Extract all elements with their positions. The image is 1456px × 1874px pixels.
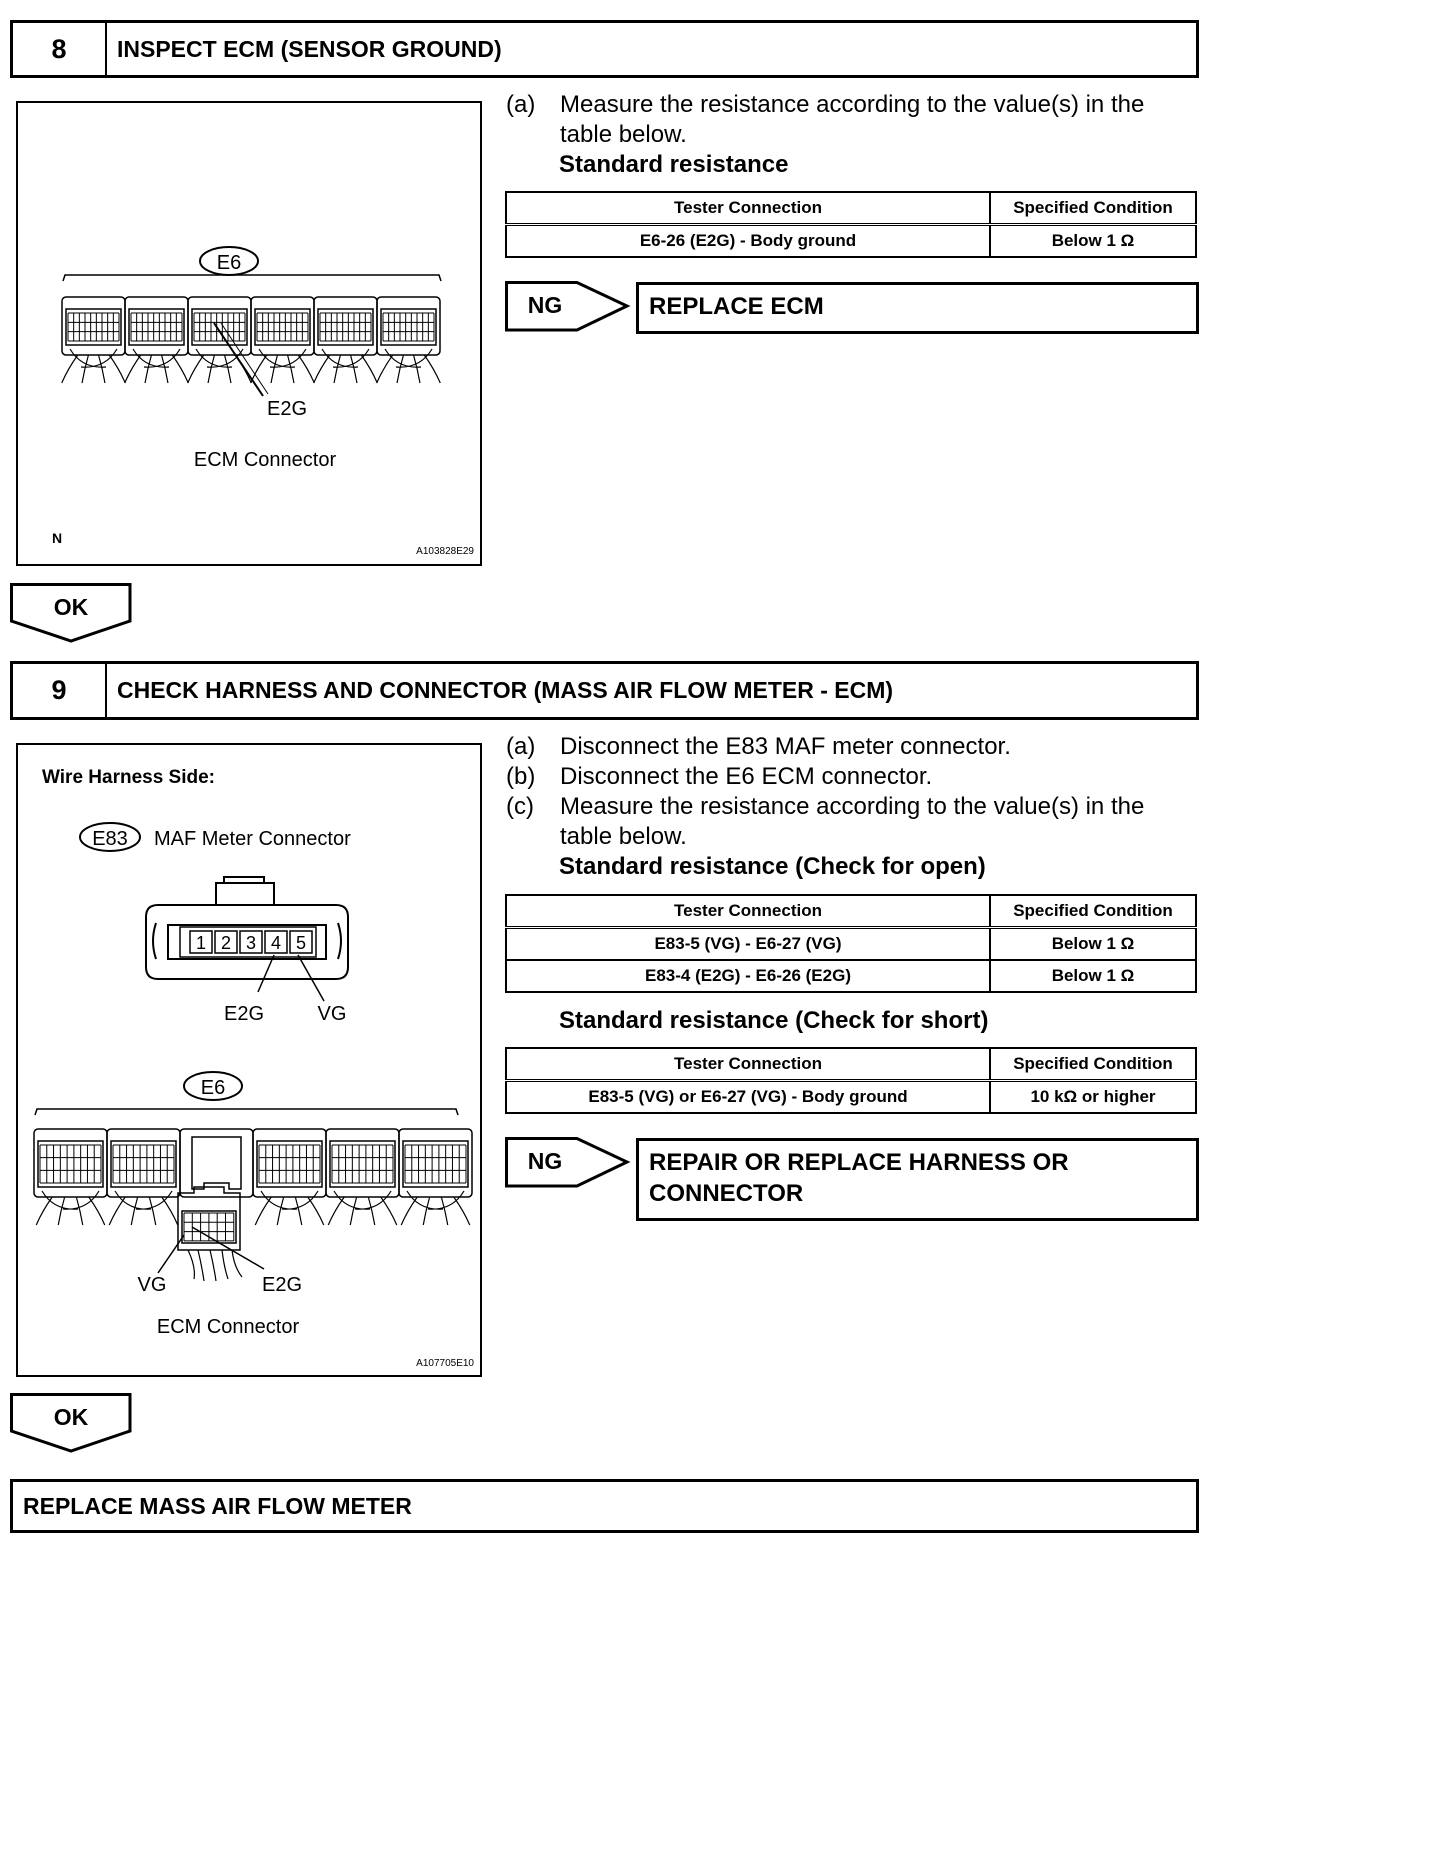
maf-pin-number: 3 <box>246 933 256 953</box>
ecm-connector-module <box>252 1128 327 1226</box>
maf-pin-cell <box>289 930 313 954</box>
table-cell: E6-26 (E2G) - Body ground <box>505 223 991 258</box>
open-heading: Standard resistance (Check for open) <box>559 853 986 880</box>
table-row: E83-5 (VG) - E6-27 (VG) Below 1 Ω <box>505 926 1197 961</box>
table-cell: 10 kΩ or higher <box>989 1079 1197 1114</box>
step-9-header: 9 CHECK HARNESS AND CONNECTOR (MASS AIR … <box>10 661 1199 720</box>
step-8-header: 8 INSPECT ECM (SENSOR GROUND) <box>10 20 1199 78</box>
ng-result-box: REPLACE ECM <box>636 282 1199 334</box>
ecm-connector-diagram: E6 E2G ECM Connector N A103828E29 <box>52 246 474 557</box>
ok-arrow: OK <box>10 583 132 643</box>
maf-pin-cell <box>214 930 238 954</box>
ng-arrow: NG <box>505 281 631 332</box>
maf-label-vg: VG <box>318 1003 347 1025</box>
instruction-c: (c) Measure the resistance according to … <box>506 792 1206 854</box>
table-row: E6-26 (E2G) - Body ground Below 1 Ω <box>505 223 1197 258</box>
ecm-connector-module <box>106 1128 181 1226</box>
ecm-connector-module <box>325 1128 400 1226</box>
ng-label: NG <box>528 292 563 318</box>
corner-mark: N <box>52 530 62 546</box>
ng-result-text: REPAIR OR REPLACE HARNESS OR CONNECTOR <box>649 1149 1069 1207</box>
instruction-a: (a) Measure the resistance according to … <box>506 90 1206 152</box>
short-heading: Standard resistance (Check for short) <box>559 1007 989 1034</box>
instruction-label: (a) <box>506 91 536 118</box>
maf-pin-number: 5 <box>296 933 306 953</box>
table-cell: Below 1 Ω <box>989 926 1197 961</box>
figure-ecm-connector: E6 E2G ECM Connector N A103828E29 <box>16 101 482 566</box>
table-row: E83-5 (VG) or E6-27 (VG) - Body ground 1… <box>505 1079 1197 1114</box>
ecm-label-vg: VG <box>138 1274 167 1296</box>
ok-arrow: OK <box>10 1393 132 1453</box>
standard-heading: Standard resistance <box>559 151 789 178</box>
table-header: Specified Condition <box>989 894 1197 929</box>
final-title: REPLACE MASS AIR FLOW METER <box>23 1492 412 1519</box>
harness-diagram: Wire Harness Side: E83 MAF Meter Connect… <box>33 767 474 1369</box>
figure-caption: ECM Connector <box>194 449 337 471</box>
table-cell: Below 1 Ω <box>989 959 1197 993</box>
instruction-label: (a) <box>506 733 536 760</box>
instruction-b: (b) Disconnect the E6 ECM connector. <box>506 762 1206 792</box>
maf-pin-cell <box>239 930 263 954</box>
connector-id-label: E6 <box>217 252 241 274</box>
instruction-a: (a) Disconnect the E83 MAF meter connect… <box>506 732 1206 762</box>
table-cell: E83-5 (VG) - E6-27 (VG) <box>505 926 991 961</box>
ecm-connector-module <box>313 296 378 384</box>
ng-arrow: NG <box>505 1137 631 1188</box>
table-row: E83-4 (E2G) - E6-26 (E2G) Below 1 Ω <box>505 959 1197 993</box>
pin-label-e2g: E2G <box>267 398 307 420</box>
ecm-label-e2g: E2G <box>262 1274 302 1296</box>
instruction-text: Disconnect the E6 ECM connector. <box>560 763 933 790</box>
instruction-text: Disconnect the E83 MAF meter connector. <box>560 733 1011 760</box>
instruction-label: (c) <box>506 793 534 820</box>
step-number: 9 <box>13 664 107 717</box>
ok-label: OK <box>54 1404 89 1430</box>
ecm-connector-module <box>124 296 189 384</box>
maf-pin-cell <box>264 930 288 954</box>
figure-caption: ECM Connector <box>157 1316 300 1338</box>
ng-label: NG <box>528 1148 563 1174</box>
maf-pin-number: 2 <box>221 933 231 953</box>
ng-result-box: REPAIR OR REPLACE HARNESS OR CONNECTOR <box>636 1138 1199 1221</box>
maf-connector-id: E83 <box>92 828 128 850</box>
side-label: Wire Harness Side: <box>42 767 215 788</box>
table-cell: Below 1 Ω <box>989 223 1197 258</box>
table-cell: E83-5 (VG) or E6-27 (VG) - Body ground <box>505 1079 991 1114</box>
ng-result-text: REPLACE ECM <box>649 293 824 320</box>
maf-label-e2g: E2G <box>224 1003 264 1025</box>
ecm-connector-module <box>398 1128 473 1226</box>
short-spec-table: Tester Connection Specified Condition E8… <box>505 1047 1197 1114</box>
ecm-connector-module <box>187 296 252 384</box>
figure-code: A107705E10 <box>416 1358 474 1369</box>
final-action-box: REPLACE MASS AIR FLOW METER <box>10 1479 1199 1533</box>
step-title: INSPECT ECM (SENSOR GROUND) <box>117 35 502 62</box>
ecm-connector-module <box>376 296 441 384</box>
instruction-text: Measure the resistance according to the … <box>560 91 1145 148</box>
open-spec-table: Tester Connection Specified Condition E8… <box>505 894 1197 993</box>
maf-pin-cell <box>189 930 213 954</box>
maf-pin-number: 4 <box>271 933 281 953</box>
figure-code: A103828E29 <box>416 546 474 557</box>
ok-label: OK <box>54 594 89 620</box>
ecm-connector-module <box>61 296 126 384</box>
ecm-connector-module <box>33 1128 108 1226</box>
ecm-connector-module <box>250 296 315 384</box>
instruction-label: (b) <box>506 763 536 790</box>
step-number: 8 <box>13 23 107 75</box>
maf-connector-name: MAF Meter Connector <box>154 828 351 850</box>
figure-harness-connectors: Wire Harness Side: E83 MAF Meter Connect… <box>16 743 482 1377</box>
table-header: Tester Connection <box>505 1047 991 1082</box>
table-header: Specified Condition <box>989 1047 1197 1082</box>
table-cell: E83-4 (E2G) - E6-26 (E2G) <box>505 959 991 993</box>
step-title: CHECK HARNESS AND CONNECTOR (MASS AIR FL… <box>117 677 894 703</box>
table-header: Tester Connection <box>505 191 991 226</box>
table-header: Specified Condition <box>989 191 1197 226</box>
maf-connector <box>145 876 349 980</box>
table-header: Tester Connection <box>505 894 991 929</box>
instruction-text: Measure the resistance according to the … <box>560 793 1145 850</box>
maf-pin-number: 1 <box>196 933 206 953</box>
spec-table: Tester Connection Specified Condition E6… <box>505 191 1197 258</box>
e6-plug <box>177 1186 241 1251</box>
ecm-connector-id: E6 <box>201 1077 225 1099</box>
